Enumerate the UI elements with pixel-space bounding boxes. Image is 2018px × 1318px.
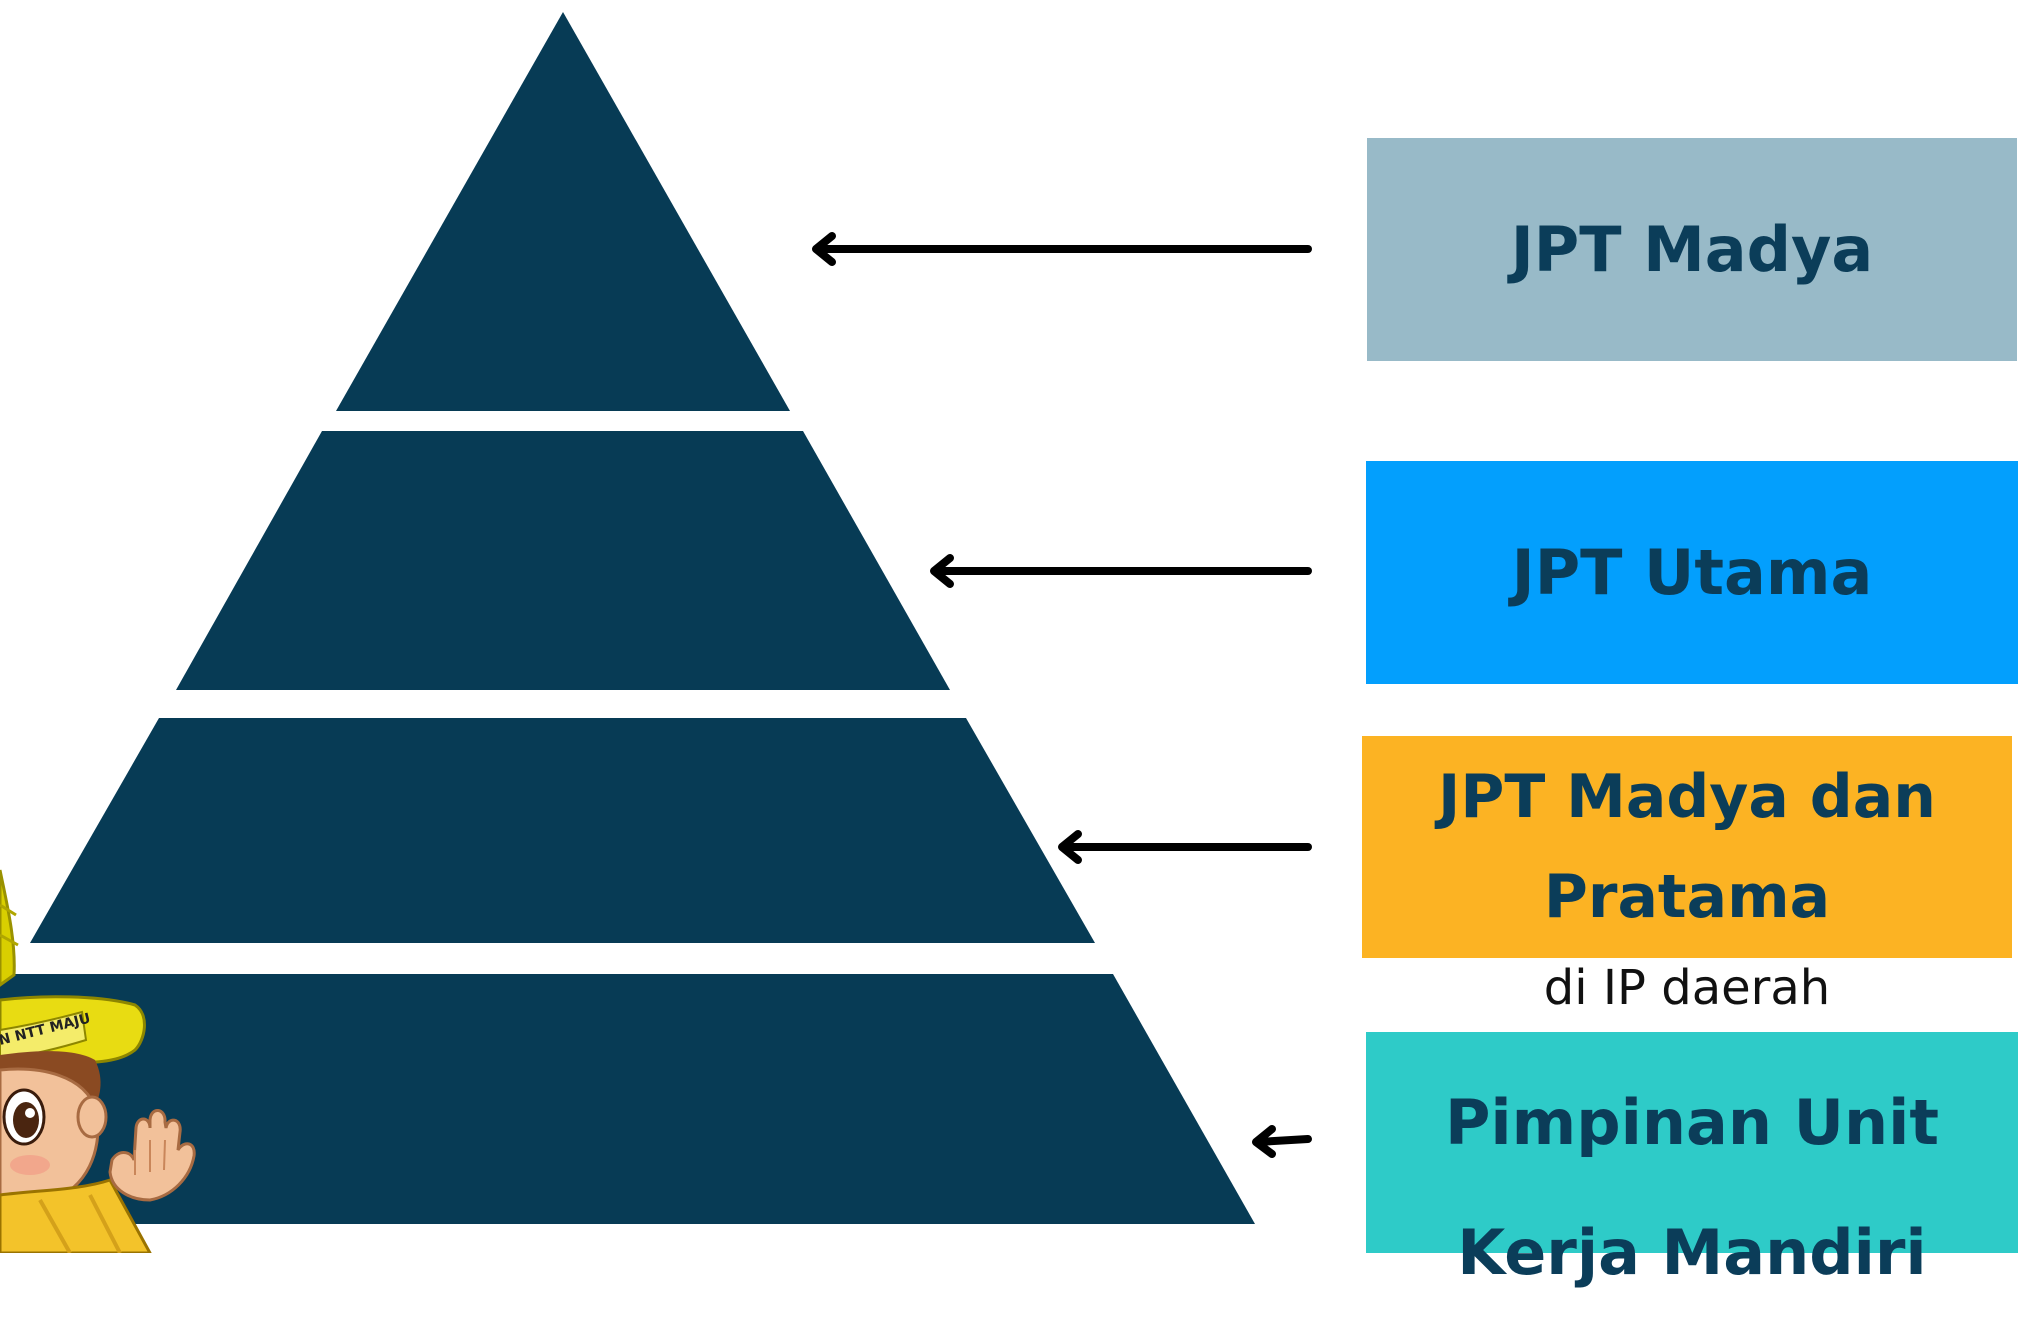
- pyramid-svg: N NTT MAJU: [0, 12, 1312, 1255]
- pyramid-tier-1: [336, 12, 790, 411]
- pyramid-tier-3: [30, 718, 1095, 943]
- caption-ip-daerah: di IP daerah: [1543, 960, 1831, 1016]
- arrow-to-tier-1: [812, 232, 1312, 266]
- arrow-to-tier-2: [930, 554, 1312, 588]
- label-jpt-utama-text: JPT Utama: [1511, 536, 1873, 609]
- label-pimpinan-line1: Pimpinan Unit: [1444, 1086, 1939, 1159]
- mascot-character-icon: N NTT MAJU: [0, 869, 196, 1255]
- pyramid-diagram: N NTT MAJU JPT Madya JPT Utama JPT M: [0, 12, 2018, 1289]
- label-jpt-utama: JPT Utama: [1366, 461, 2018, 684]
- label-pimpinan-line2: Kerja Mandiri: [1457, 1216, 1927, 1289]
- pyramid-tier-4: [0, 974, 1255, 1224]
- arrow-to-tier-3: [1058, 830, 1312, 864]
- pyramid-tier-2: [176, 431, 950, 690]
- label-jpt-madya-pratama-line2: Pratama: [1543, 862, 1831, 932]
- label-jpt-madya-pratama-line1: JPT Madya dan: [1438, 762, 1936, 832]
- label-pimpinan-unit-kerja-mandiri: Pimpinan Unit Kerja Mandiri: [1366, 1032, 2018, 1289]
- label-jpt-madya-pratama: JPT Madya dan Pratama: [1362, 736, 2012, 958]
- label-jpt-madya: JPT Madya: [1367, 138, 2017, 361]
- arrow-to-tier-4: [1252, 1125, 1312, 1158]
- label-jpt-madya-text: JPT Madya: [1510, 213, 1874, 286]
